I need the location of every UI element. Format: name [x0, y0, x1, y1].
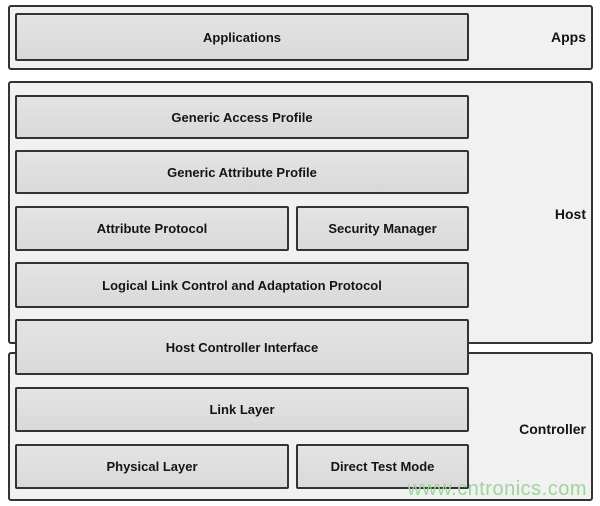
- layer-attribute-protocol-label: Attribute Protocol: [96, 221, 208, 236]
- layer-generic-attribute-profile-label: Generic Attribute Profile: [167, 164, 317, 180]
- layer-security-manager-label: Security Manager: [328, 221, 437, 236]
- layer-l2cap-label: Logical Link Control and Adaptation Prot…: [102, 277, 382, 293]
- layer-direct-test-mode-label: Direct Test Mode: [330, 459, 435, 474]
- layer-generic-attribute-profile: Generic Attribute Profile: [15, 150, 469, 194]
- layer-generic-access-profile: Generic Access Profile: [15, 95, 469, 139]
- layer-physical-layer: Physical Layer: [15, 444, 289, 489]
- layer-generic-access-profile-label: Generic Access Profile: [171, 109, 313, 125]
- section-label-host: Host: [554, 206, 586, 222]
- layer-security-manager: Security Manager: [296, 206, 469, 251]
- layer-link-layer-label: Link Layer: [209, 402, 275, 417]
- section-label-controller: Controller: [519, 421, 586, 437]
- layer-link-layer: Link Layer: [15, 387, 469, 432]
- layer-attribute-protocol: Attribute Protocol: [15, 206, 289, 251]
- layer-host-controller-interface: Host Controller Interface: [15, 319, 469, 375]
- layer-l2cap: Logical Link Control and Adaptation Prot…: [15, 262, 469, 308]
- layer-applications: Applications: [15, 13, 469, 61]
- layer-applications-label: Applications: [202, 29, 281, 45]
- watermark: www.cntronics.com: [407, 478, 587, 500]
- layer-direct-test-mode: Direct Test Mode: [296, 444, 469, 489]
- layer-physical-layer-label: Physical Layer: [106, 459, 198, 474]
- layer-host-controller-interface-label: Host Controller Interface: [165, 339, 319, 355]
- section-label-apps: Apps: [551, 29, 586, 45]
